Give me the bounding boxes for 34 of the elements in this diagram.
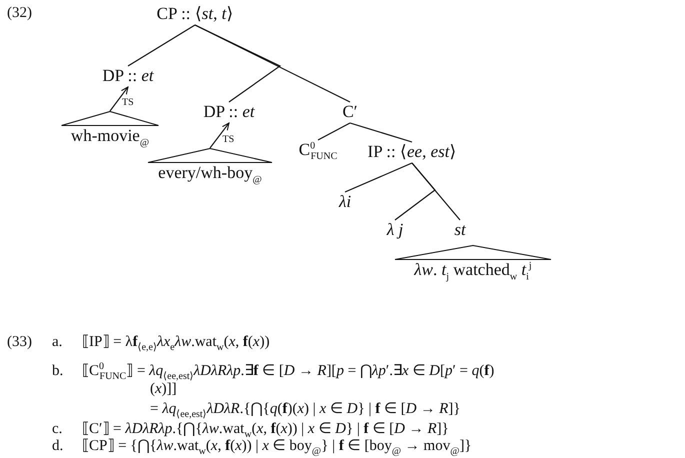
- item-letter: c.: [52, 420, 62, 438]
- edge-label: TS: [122, 97, 134, 108]
- node-label: st: [454, 220, 466, 240]
- node-label: IP :: ⟨ee, est⟩: [368, 142, 456, 162]
- node-label: CP :: ⟨st, t⟩: [156, 4, 234, 24]
- edge-label: TS: [222, 134, 234, 144]
- triangle-node: [148, 148, 272, 183]
- item-letter: a.: [52, 333, 62, 351]
- node-label: wh-movie$_{@}$: [70, 126, 150, 146]
- node-label: DP :: et: [203, 102, 255, 122]
- tree-branch: [194, 24, 282, 102]
- item-letter: b.: [52, 362, 64, 380]
- item-letter: d.: [52, 437, 64, 455]
- node-label: λ j: [386, 220, 404, 240]
- arrow: [110, 86, 128, 112]
- tree-branch: [194, 24, 350, 102]
- node-label: every/wh-boy$_{@}$: [158, 163, 262, 183]
- arrow: [210, 122, 230, 148]
- node-label: DP :: et: [102, 66, 154, 86]
- node-label: λi: [338, 192, 352, 212]
- formula: ⟦C′⟧ = λDλRλp.{⋂{λw.wat$_{w}$(x, f(x)) | x ∈ D} | f ∈ [D → R]}: [82, 420, 449, 438]
- formula: = λq$_{⟨ee,est⟩}$λDλR.{⋂{q(f)(x) | x ∈ D} | f ∈ [D → R]}: [150, 400, 460, 418]
- formula: ⟦CP⟧ = {⋂{λw.wat$_{w}$(x, f(x)) | x ∈ boy$_{@}$} | f ∈ [boy$_{@}$ → mov$_{@}$]}: [82, 438, 472, 455]
- tree-branch: [344, 162, 412, 192]
- example-number: (32): [7, 4, 32, 22]
- formula: ⟦IP⟧ = λf$_{⟨e,e⟩}$λx$_{e}$λw.wat$_{w}$(x, f(x)): [82, 333, 270, 351]
- triangle-node: [61, 111, 159, 146]
- tree-branch: [318, 122, 350, 140]
- node-label: C′: [342, 102, 358, 122]
- triangle-node: [394, 245, 552, 280]
- tree-branch: [128, 24, 196, 66]
- tree-branch: [412, 162, 460, 220]
- tree-branch: [350, 122, 412, 143]
- example-number: (33): [7, 333, 32, 351]
